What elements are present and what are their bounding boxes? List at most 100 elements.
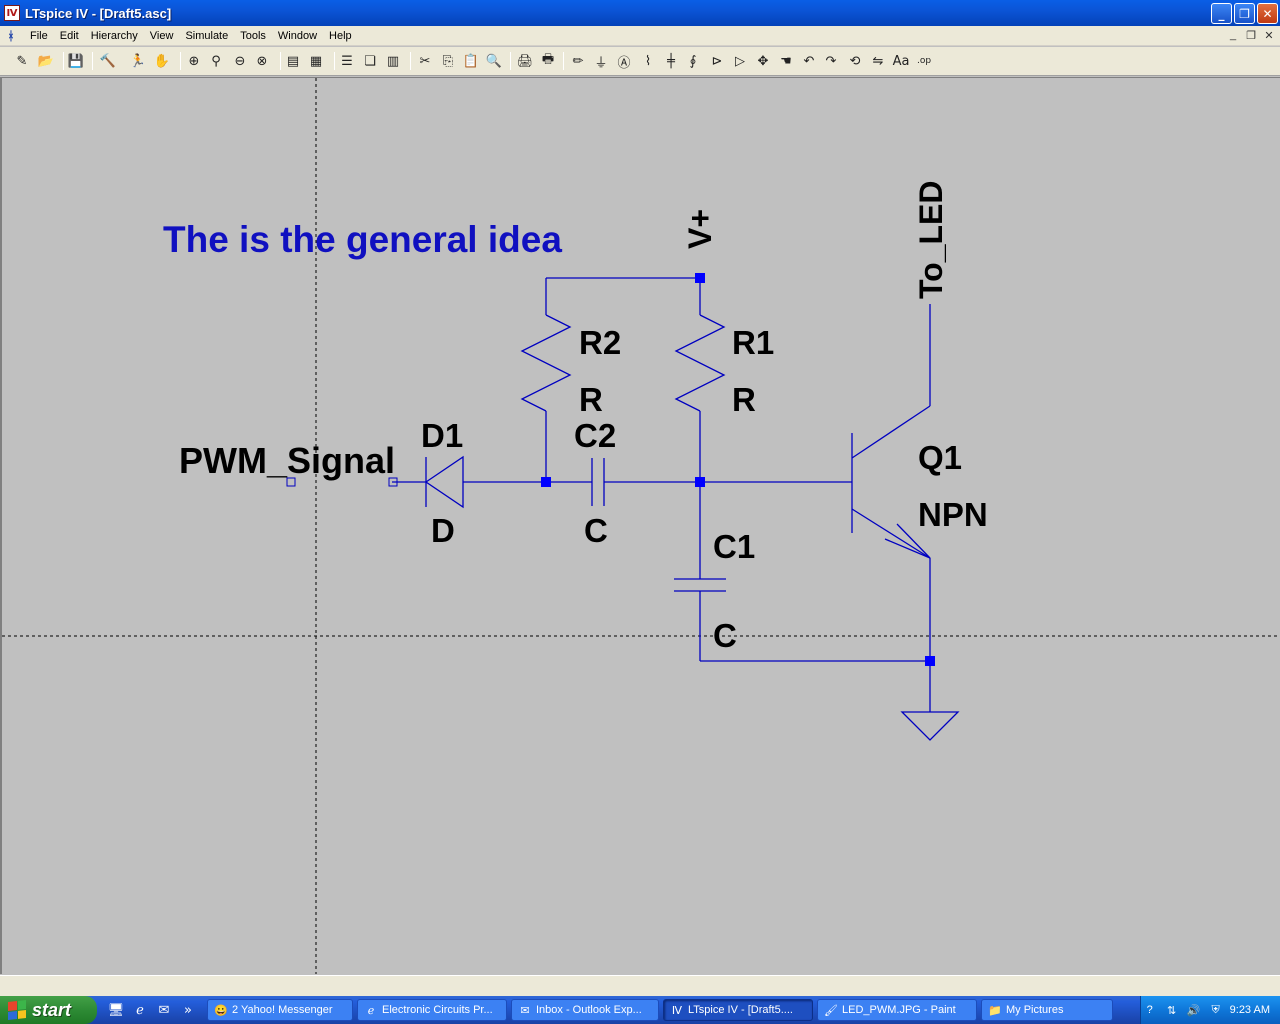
move-icon[interactable]: ✥ bbox=[757, 53, 769, 69]
label-r1-value[interactable]: R bbox=[732, 381, 756, 418]
resistor-r1[interactable] bbox=[674, 314, 726, 412]
redo-icon[interactable]: ↷ bbox=[825, 53, 837, 69]
junction-ground[interactable] bbox=[925, 656, 935, 666]
label-net-icon[interactable]: Ⓐ bbox=[617, 55, 631, 71]
run-icon[interactable]: 🏃 bbox=[129, 53, 147, 69]
autorange-icon[interactable]: ▤ bbox=[286, 53, 300, 69]
label-c1-name[interactable]: C1 bbox=[713, 528, 755, 565]
tile-horizontal-icon[interactable]: ☰ bbox=[341, 53, 353, 69]
menu-simulate[interactable]: Simulate bbox=[185, 29, 229, 42]
menu-file[interactable]: File bbox=[30, 29, 48, 42]
label-d1-name[interactable]: D1 bbox=[421, 417, 463, 454]
transistor-q1-collector[interactable] bbox=[851, 405, 931, 459]
spice-directive-icon[interactable]: .op bbox=[916, 56, 932, 66]
transistor-q1-emitter[interactable] bbox=[851, 508, 931, 559]
copy-icon[interactable]: ⎘ bbox=[442, 53, 454, 69]
wire-icon[interactable]: ✏ bbox=[572, 53, 584, 69]
zoom-out-icon[interactable]: ⊖ bbox=[234, 53, 246, 69]
ltspice-icon[interactable]: Ⅳ bbox=[4, 5, 20, 21]
pan-icon[interactable]: ⚲ bbox=[211, 53, 221, 69]
port-pwm-signal[interactable] bbox=[286, 477, 296, 487]
security-icon[interactable]: ⛨ bbox=[1211, 1003, 1220, 1016]
diode-icon[interactable]: ⊳ bbox=[711, 53, 723, 69]
maximize-button[interactable]: ❐ bbox=[1234, 3, 1255, 24]
label-r1-name[interactable]: R1 bbox=[732, 324, 774, 361]
outlook-express-icon[interactable]: ✉ bbox=[158, 1002, 170, 1018]
print-setup-icon[interactable]: 🖨 bbox=[516, 53, 534, 69]
clock[interactable]: 9:23 AM bbox=[1229, 1004, 1270, 1016]
label-d1-value[interactable]: D bbox=[431, 512, 455, 549]
menu-edit[interactable]: Edit bbox=[59, 29, 79, 42]
save-icon[interactable]: 💾 bbox=[67, 53, 85, 69]
zoom-in-icon[interactable]: ⊕ bbox=[188, 53, 200, 69]
label-r2-name[interactable]: R2 bbox=[579, 324, 621, 361]
ground-icon[interactable]: ⏚ bbox=[594, 55, 608, 71]
resistor-r2[interactable] bbox=[520, 314, 572, 412]
text-icon[interactable]: Aa bbox=[892, 53, 910, 69]
undo-icon[interactable]: ↶ bbox=[803, 53, 815, 69]
drag-icon[interactable]: ☚ bbox=[780, 53, 792, 69]
port-diode-anode[interactable] bbox=[388, 477, 398, 487]
menu-hierarchy[interactable]: Hierarchy bbox=[90, 29, 138, 42]
new-schematic-icon[interactable]: ✎ bbox=[16, 53, 28, 69]
close-button[interactable]: ✕ bbox=[1257, 3, 1278, 24]
tile-vertical-icon[interactable]: ▥ bbox=[386, 53, 400, 69]
junction-base-node[interactable] bbox=[695, 477, 705, 487]
find-icon[interactable]: 🔍 bbox=[485, 53, 503, 69]
inductor-icon[interactable]: ∮ bbox=[689, 53, 697, 69]
schematic-comment[interactable]: The is the general idea bbox=[163, 219, 562, 260]
mirror-icon[interactable]: ⇋ bbox=[872, 53, 884, 69]
junction-vplus[interactable] bbox=[695, 273, 705, 283]
minimize-button[interactable]: _ bbox=[1211, 3, 1232, 24]
quick-launch-more[interactable]: » bbox=[184, 1002, 192, 1018]
capacitor-icon[interactable]: ╪ bbox=[667, 53, 675, 69]
menu-view[interactable]: View bbox=[149, 29, 174, 42]
taskbar-item[interactable]: 📁My Pictures bbox=[981, 999, 1113, 1021]
schematic-drawing[interactable]: The is the general idea V+ To_LED PWM_Si… bbox=[2, 78, 1280, 974]
taskbar-item[interactable]: ✉Inbox - Outlook Exp... bbox=[511, 999, 659, 1021]
paste-icon[interactable]: 📋 bbox=[462, 53, 480, 69]
label-pwm-signal[interactable]: PWM_Signal bbox=[179, 440, 395, 481]
rotate-icon[interactable]: ⟲ bbox=[849, 53, 861, 69]
control-panel-icon[interactable]: 🔨 bbox=[99, 53, 117, 69]
grid-icon[interactable]: ▦ bbox=[309, 53, 323, 69]
label-q1-value[interactable]: NPN bbox=[918, 496, 988, 533]
zoom-fit-icon[interactable]: ⊗ bbox=[256, 53, 268, 69]
junction-diode-node[interactable] bbox=[541, 477, 551, 487]
document-close-button[interactable]: ✕ bbox=[1264, 29, 1274, 42]
start-button[interactable]: start bbox=[0, 996, 97, 1024]
cut-icon[interactable]: ✂ bbox=[419, 53, 431, 69]
help-icon[interactable]: ? bbox=[1146, 1004, 1153, 1016]
menu-window[interactable]: Window bbox=[277, 29, 318, 42]
label-c2-name[interactable]: C2 bbox=[574, 417, 616, 454]
volume-icon[interactable]: 🔊 bbox=[1186, 1004, 1201, 1017]
resistor-icon[interactable]: ⌇ bbox=[644, 53, 652, 69]
menu-help[interactable]: Help bbox=[329, 29, 352, 42]
cascade-icon[interactable]: ❏ bbox=[364, 53, 376, 69]
menu-tools[interactable]: Tools bbox=[240, 29, 266, 42]
ground-symbol[interactable] bbox=[900, 711, 960, 741]
component-icon[interactable]: ▷ bbox=[735, 53, 745, 69]
window-titlebar[interactable]: Ⅳ LTspice IV - [Draft5.asc] _ ❐ ✕ bbox=[0, 0, 1280, 26]
internet-explorer-icon[interactable]: ℯ bbox=[136, 1002, 144, 1018]
schematic-doc-icon[interactable]: ᚼ bbox=[7, 28, 15, 43]
document-restore-button[interactable]: ❐ bbox=[1246, 29, 1256, 42]
label-c1-value[interactable]: C bbox=[713, 617, 737, 654]
label-c2-value[interactable]: C bbox=[584, 512, 608, 549]
label-q1-name[interactable]: Q1 bbox=[918, 439, 962, 476]
taskbar-item[interactable]: 🖌LED_PWM.JPG - Paint bbox=[817, 999, 977, 1021]
halt-icon[interactable]: ✋ bbox=[153, 53, 171, 69]
label-to-led[interactable]: To_LED bbox=[913, 180, 949, 299]
label-r2-value[interactable]: R bbox=[579, 381, 603, 418]
document-minimize-button[interactable]: _ bbox=[1229, 29, 1237, 41]
schematic-canvas[interactable]: The is the general idea V+ To_LED PWM_Si… bbox=[0, 77, 1280, 974]
taskbar-item[interactable]: 😀2 Yahoo! Messenger bbox=[207, 999, 353, 1021]
print-icon[interactable]: 🖶 bbox=[541, 52, 555, 67]
label-vplus[interactable]: V+ bbox=[682, 209, 718, 249]
diode-d1-triangle[interactable] bbox=[424, 455, 464, 509]
network-icon[interactable]: ⇅ bbox=[1167, 1004, 1177, 1017]
show-desktop-icon[interactable]: 🖥 bbox=[107, 1002, 125, 1018]
open-icon[interactable]: 📂 bbox=[37, 53, 55, 69]
